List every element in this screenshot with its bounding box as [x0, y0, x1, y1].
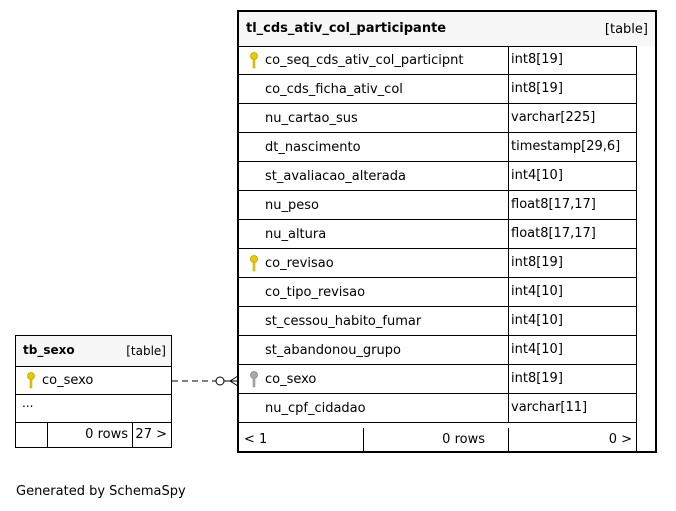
more-columns: ... — [22, 396, 34, 410]
column-row[interactable]: nu_altura float8[17,17] — [239, 220, 637, 249]
column-type: int8[19] — [511, 255, 563, 270]
crow-foot-icon — [229, 380, 239, 387]
table-side-strip — [636, 46, 655, 451]
table-footer: < 1 0 rows 0 > — [239, 428, 637, 451]
column-divider — [508, 191, 509, 219]
table-footer: 0 rows 27 > — [16, 423, 171, 447]
column-name: nu_altura — [265, 227, 327, 242]
table-tl-cds-ativ-col-participante[interactable]: tl_cds_ativ_col_participante [table] co_… — [237, 10, 657, 453]
column-divider — [508, 133, 509, 161]
column-name: st_abandonou_grupo — [265, 343, 401, 358]
column-type: int4[10] — [511, 284, 563, 299]
parents-count: 27 > — [135, 427, 167, 442]
table-kind: [table] — [126, 344, 166, 358]
footer-divider — [363, 428, 364, 451]
column-row[interactable]: co_sexo int8[19] — [239, 365, 637, 394]
table-kind: [table] — [604, 22, 648, 37]
column-name: co_cds_ficha_ativ_col — [265, 82, 403, 97]
footer-divider — [47, 423, 48, 447]
column-row[interactable]: co_sexo — [16, 366, 171, 395]
column-divider — [508, 278, 509, 306]
column-type: int4[10] — [511, 342, 563, 357]
crow-foot-icon — [229, 375, 239, 382]
table-tb-sexo[interactable]: tb_sexo [table] co_sexo ... 0 rows 27 > — [15, 335, 172, 448]
column-name: co_tipo_revisao — [265, 285, 366, 300]
table-header: tb_sexo [table] — [16, 336, 171, 367]
column-row[interactable]: dt_nascimento timestamp[29,6] — [239, 133, 637, 162]
column-divider — [508, 220, 509, 248]
column-row[interactable]: co_tipo_revisao int4[10] — [239, 278, 637, 307]
column-name: co_sexo — [265, 372, 317, 387]
parents-count: 0 > — [608, 432, 632, 447]
column-type: varchar[225] — [511, 110, 596, 125]
column-divider — [508, 75, 509, 103]
column-divider — [508, 46, 509, 74]
column-row[interactable]: co_seq_cds_ativ_col_participnt int8[19] — [239, 46, 637, 75]
column-divider — [508, 365, 509, 393]
column-name: st_avaliacao_alterada — [265, 169, 406, 184]
column-divider — [508, 162, 509, 190]
children-count: < 1 — [244, 432, 268, 447]
column-divider — [508, 307, 509, 335]
column-type: timestamp[29,6] — [511, 139, 621, 154]
column-row[interactable]: nu_peso float8[17,17] — [239, 191, 637, 220]
primary-key-icon — [250, 52, 258, 69]
column-name: co_seq_cds_ativ_col_participnt — [265, 53, 464, 68]
column-divider — [508, 336, 509, 364]
column-type: float8[17,17] — [511, 226, 596, 241]
column-row[interactable]: nu_cartao_sus varchar[225] — [239, 104, 637, 133]
row-count: 0 rows — [85, 427, 128, 442]
optional-marker-icon — [215, 376, 225, 386]
foreign-key-icon — [250, 371, 258, 388]
column-name: co_sexo — [42, 373, 94, 388]
table-header: tl_cds_ativ_col_participante [table] — [239, 12, 655, 47]
column-name: dt_nascimento — [265, 140, 361, 155]
column-type: varchar[11] — [511, 400, 588, 415]
table-name: tb_sexo — [23, 343, 75, 357]
divider — [16, 422, 171, 423]
column-type: int4[10] — [511, 313, 563, 328]
row-count: 0 rows — [442, 432, 485, 447]
column-name: nu_cpf_cidadao — [265, 401, 366, 416]
column-row[interactable]: st_cessou_habito_fumar int4[10] — [239, 307, 637, 336]
column-divider — [508, 249, 509, 277]
column-row[interactable]: nu_cpf_cidadao varchar[11] — [239, 394, 637, 423]
column-name: nu_peso — [265, 198, 319, 213]
column-divider — [508, 104, 509, 132]
column-name: st_cessou_habito_fumar — [265, 314, 422, 329]
column-type: int4[10] — [511, 168, 563, 183]
column-type: int8[19] — [511, 81, 563, 96]
column-name: co_revisao — [265, 256, 334, 271]
column-row[interactable]: co_cds_ficha_ativ_col int8[19] — [239, 75, 637, 104]
column-row[interactable]: st_abandonou_grupo int4[10] — [239, 336, 637, 365]
primary-key-icon — [27, 372, 35, 389]
footer-divider — [132, 423, 133, 447]
primary-key-icon — [250, 255, 258, 272]
column-row[interactable]: st_avaliacao_alterada int4[10] — [239, 162, 637, 191]
footer-divider — [508, 428, 509, 451]
column-type: int8[19] — [511, 371, 563, 386]
table-name: tl_cds_ativ_col_participante — [246, 21, 447, 36]
column-name: nu_cartao_sus — [265, 111, 358, 126]
column-row[interactable]: co_revisao int8[19] — [239, 249, 637, 278]
column-divider — [508, 394, 509, 422]
column-type: int8[19] — [511, 52, 563, 67]
generated-by-label: Generated by SchemaSpy — [16, 484, 186, 499]
column-type: float8[17,17] — [511, 197, 596, 212]
